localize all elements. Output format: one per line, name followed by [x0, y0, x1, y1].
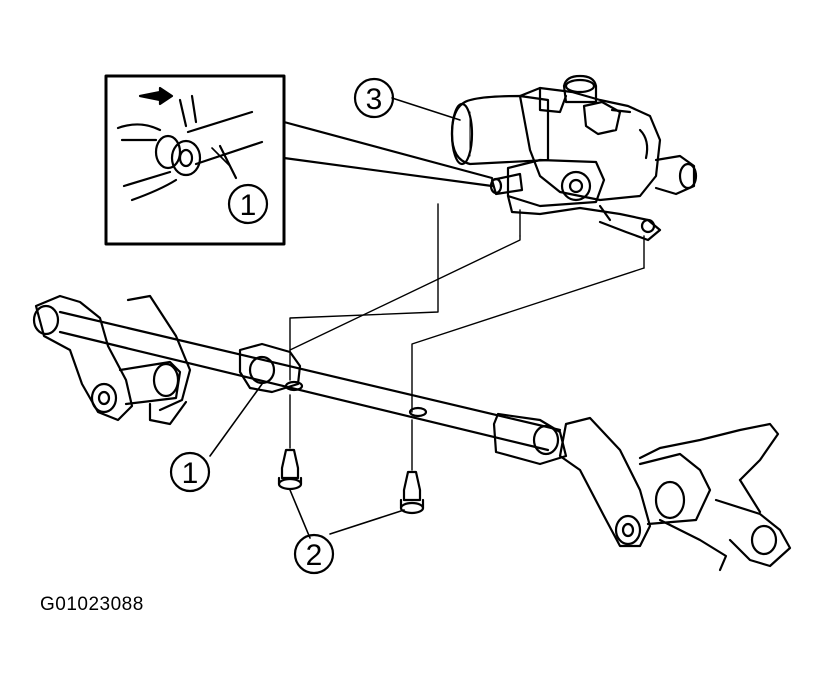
inset-leader-lower — [282, 156, 494, 188]
callout-circle-link — [169, 451, 211, 493]
callout-label-inset: 1 — [240, 189, 257, 222]
mounting-guide-lines — [289, 203, 645, 471]
pivot-pin-right — [399, 470, 425, 515]
callout-leaders — [209, 97, 461, 539]
figure-code: G01023088 — [40, 594, 144, 615]
callout-label-link: 1 — [182, 457, 199, 490]
direction-arrow-icon — [138, 86, 174, 106]
linkage-rod — [32, 294, 792, 572]
callout-circle-inset — [227, 183, 269, 225]
callout-circle-motor — [353, 77, 395, 119]
callout-circle-pins — [293, 533, 335, 575]
inset-detail-view — [104, 74, 286, 246]
pivot-pin-left — [277, 448, 303, 491]
callout-label-motor: 3 — [366, 83, 383, 116]
inset-leader-upper — [282, 120, 494, 180]
wiper-motor — [450, 74, 698, 269]
callout-label-pins: 2 — [306, 539, 323, 572]
